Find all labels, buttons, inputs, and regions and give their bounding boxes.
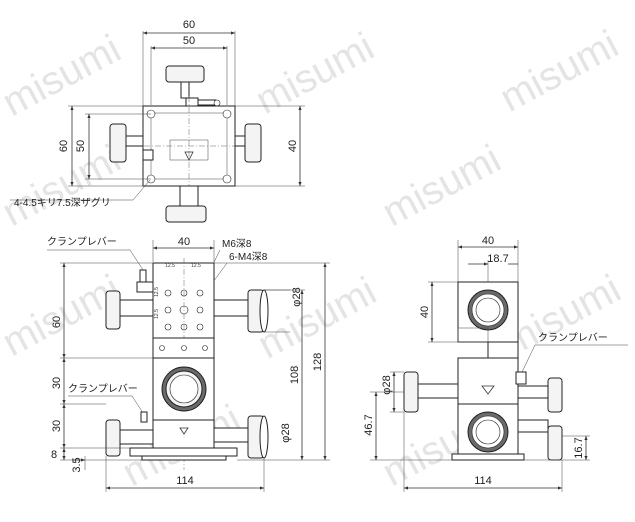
top-view-knob-top — [165, 65, 205, 83]
dim-top-right-40: 40 — [287, 140, 299, 152]
tap-note-m6: M6深8 — [222, 238, 252, 250]
dim-top-width-50: 50 — [183, 35, 195, 47]
dim-side-18-7: 18.7 — [487, 253, 508, 265]
dim-top-height-60: 60 — [58, 140, 70, 152]
pitch-label: 12.5 — [165, 263, 175, 269]
dim-front-108: 108 — [289, 366, 301, 384]
pitch-label: 12.5 — [191, 263, 201, 269]
dim-front-width-40: 40 — [178, 236, 190, 248]
clamp-lever-label-side: クランプレバー — [538, 332, 608, 344]
dim-side-16-7: 16.7 — [573, 437, 585, 458]
dim-front-114: 114 — [176, 475, 194, 487]
watermark-text: misumi — [493, 22, 626, 120]
front-view-knob-lower-left — [105, 419, 121, 457]
hole-note: 4-4.5キリ7.5深ザグリ — [14, 196, 111, 209]
side-view: 40 18.7 40 クランプレバー — [363, 235, 628, 492]
pitch-label: 12.5 — [154, 309, 160, 319]
side-view-knob-lower-right — [547, 425, 563, 461]
watermark-text: misumi — [375, 137, 508, 235]
dim-top-width-60: 60 — [183, 19, 195, 31]
front-view: クランプレバー 40 M6深8 6-M4深8 12.5 12.5 12.5 12… — [47, 236, 330, 492]
dim-side-46-7: 46.7 — [363, 414, 375, 435]
top-view-knob-left — [109, 123, 127, 163]
watermark-text: misumi — [0, 27, 128, 125]
tap-note-m4: 6-M4深8 — [229, 251, 268, 263]
mount-hole — [222, 174, 232, 184]
dim-front-8: 8 — [51, 449, 57, 461]
top-view-knob-bottom — [165, 205, 207, 223]
clamp-lever-label-top: クランプレバー — [47, 236, 117, 248]
dim-dia-lower: φ28 — [280, 423, 292, 442]
dim-top-height-50: 50 — [75, 140, 87, 152]
watermark-text: misumi — [251, 269, 384, 367]
side-view-knob-left — [403, 371, 419, 413]
side-view-middle-stage — [457, 357, 519, 405]
dim-side-dia: φ28 — [381, 375, 393, 394]
top-view-knob-right — [244, 123, 262, 163]
dim-side-114: 114 — [474, 475, 492, 487]
mount-hole — [222, 109, 232, 119]
dim-side-40-left: 40 — [419, 306, 431, 318]
watermark-text: misumi — [249, 25, 382, 123]
top-view: 60 50 — [10, 19, 305, 223]
dim-front-30-a: 30 — [51, 377, 63, 389]
dim-dia-upper: φ28 — [291, 287, 303, 306]
pitch-label: 12.5 — [154, 287, 160, 297]
dim-front-30-b: 30 — [51, 420, 63, 432]
dim-front-128: 128 — [312, 353, 324, 371]
dim-side-40-top: 40 — [482, 235, 494, 247]
side-view-knob-right — [547, 377, 563, 413]
front-view-base — [129, 447, 238, 457]
clamp-lever-label-mid: クランプレバー — [68, 383, 138, 395]
front-view-knob-upper-left — [105, 290, 121, 330]
dim-front-3-5: 3.5 — [71, 457, 83, 472]
dim-front-60: 60 — [51, 316, 63, 328]
